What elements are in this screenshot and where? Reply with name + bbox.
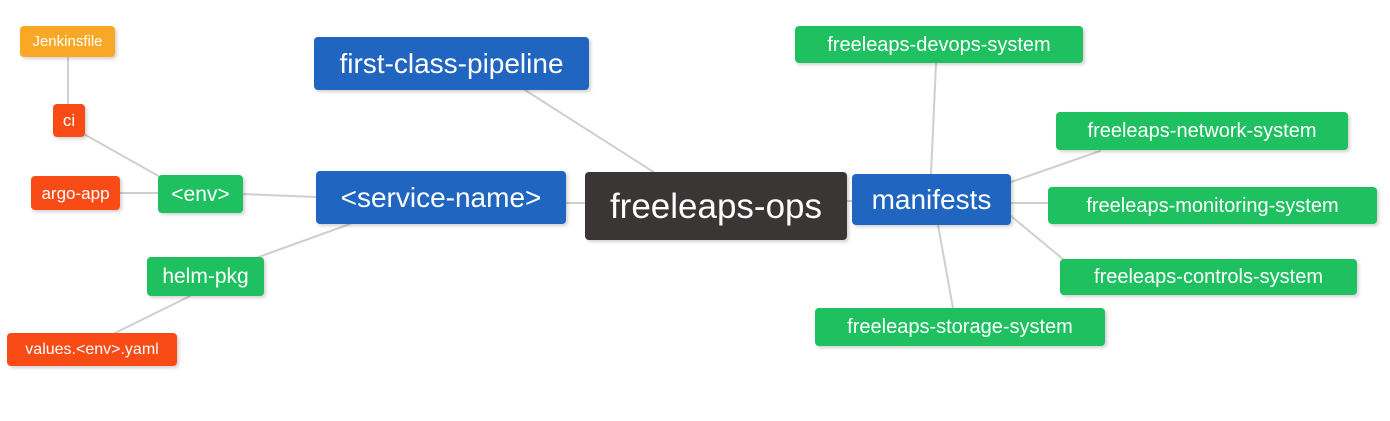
edge-first-class-pipeline-freeleaps-ops (524, 89, 656, 174)
node-ci[interactable]: ci (53, 104, 85, 137)
edge-service-name-helm-pkg (252, 223, 351, 260)
node-argo-app[interactable]: argo-app (31, 176, 120, 210)
node-service-name[interactable]: <service-name> (316, 171, 566, 224)
edge-helm-pkg-values-env-yaml (112, 295, 191, 335)
node-helm-pkg[interactable]: helm-pkg (147, 257, 264, 296)
edge-manifests-storage-system (937, 224, 954, 309)
node-freeleaps-controls-system[interactable]: freeleaps-controls-system (1060, 259, 1357, 295)
edge-ci-env (81, 132, 163, 179)
node-freeleaps-storage-system[interactable]: freeleaps-storage-system (815, 308, 1105, 346)
node-first-class-pipeline[interactable]: first-class-pipeline (314, 37, 589, 90)
node-env[interactable]: <env> (158, 175, 243, 213)
edge-manifests-controls-system (1010, 215, 1065, 261)
node-jenkinsfile[interactable]: Jenkinsfile (20, 26, 115, 57)
node-manifests[interactable]: manifests (852, 174, 1011, 225)
node-values-env-yaml[interactable]: values.<env>.yaml (7, 333, 177, 366)
node-freeleaps-monitoring-system[interactable]: freeleaps-monitoring-system (1048, 187, 1377, 224)
edge-env-service-name (242, 193, 317, 198)
edge-manifests-devops-system (930, 63, 937, 175)
edge-manifests-network-system (1010, 150, 1101, 183)
node-freeleaps-ops-root[interactable]: freeleaps-ops (585, 172, 847, 240)
node-freeleaps-network-system[interactable]: freeleaps-network-system (1056, 112, 1348, 150)
node-freeleaps-devops-system[interactable]: freeleaps-devops-system (795, 26, 1083, 63)
